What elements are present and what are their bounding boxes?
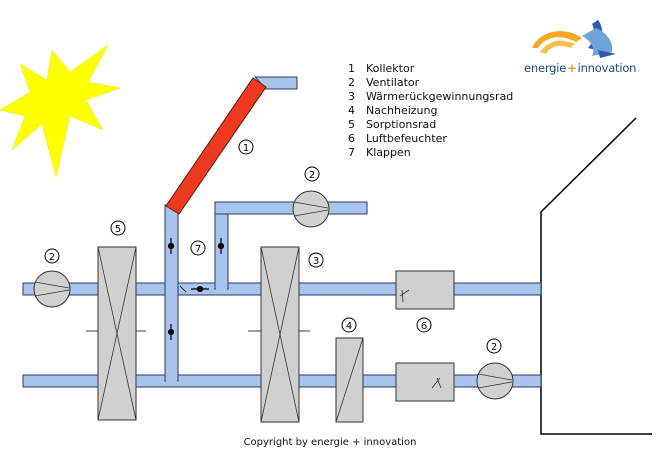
svg-text:7: 7 — [195, 244, 201, 255]
fan-left — [33, 270, 71, 308]
svg-text:4: 4 — [346, 321, 352, 332]
svg-text:5: 5 — [115, 224, 121, 235]
marker-fan-top: 2 — [304, 166, 320, 182]
marker-dampers: 7 — [190, 240, 206, 256]
marker-collector: 1 — [238, 139, 254, 155]
building-outline — [540, 117, 652, 435]
reheater — [335, 337, 364, 423]
supply-air-box — [395, 362, 455, 402]
svg-text:2: 2 — [309, 170, 315, 181]
sorption-wheel — [86, 246, 146, 421]
svg-text:2: 2 — [49, 252, 55, 263]
heat-recovery-wheel — [248, 246, 310, 423]
svg-text:6: 6 — [421, 321, 427, 332]
marker-reheater: 4 — [341, 317, 357, 333]
marker-fan-right: 2 — [486, 338, 502, 354]
marker-humidifier: 6 — [416, 317, 432, 333]
logo-icon — [532, 20, 616, 58]
sun-icon — [0, 44, 121, 178]
svg-text:3: 3 — [313, 256, 319, 267]
marker-heat-recovery: 3 — [308, 252, 324, 268]
svg-text:1: 1 — [243, 143, 249, 154]
dampers — [167, 238, 225, 340]
marker-fan-left: 2 — [44, 248, 60, 264]
fan-top — [292, 190, 330, 228]
svg-text:2: 2 — [491, 342, 497, 353]
copyright-text: Copyright by energie + innovation — [243, 437, 417, 448]
marker-sorption-wheel: 5 — [110, 220, 126, 236]
fan-right — [476, 362, 514, 400]
solar-collector — [165, 77, 267, 215]
humidifier — [395, 270, 455, 310]
logo-text: energie+innovation — [524, 61, 637, 75]
